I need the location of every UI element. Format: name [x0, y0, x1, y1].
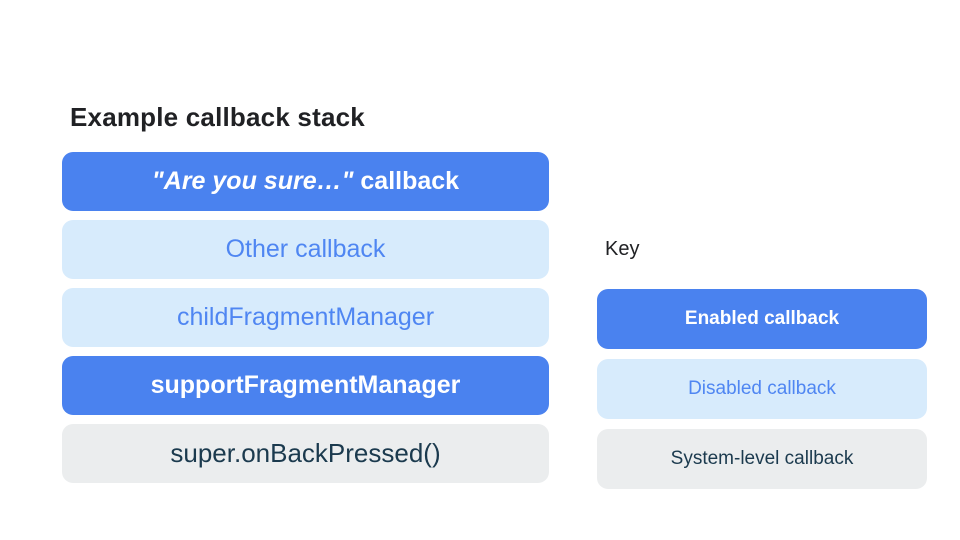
key-item-disabled-callback: Disabled callback [597, 359, 927, 419]
key-item-label: Enabled callback [684, 308, 840, 329]
stack-box-label: super.onBackPressed() [170, 438, 441, 468]
page-title: Example callback stack [70, 102, 365, 132]
quoted-label-part: "Are you sure…" [151, 167, 354, 195]
stack-box-label: supportFragmentManager [150, 371, 461, 399]
stack-box-label: "Are you sure…" callback [152, 167, 459, 196]
callback-stack: "Are you sure…" callback Other callback … [62, 152, 549, 483]
key-item-label: System-level callback [670, 448, 854, 469]
stack-box-label: Other callback [225, 235, 386, 263]
stack-box-super-onbackpressed: super.onBackPressed() [62, 424, 549, 483]
key-item-system-level-callback: System-level callback [597, 429, 927, 489]
stack-box-are-you-sure: "Are you sure…" callback [62, 152, 549, 211]
plain-label-part: callback [353, 167, 460, 195]
key-legend: Enabled callback Disabled callback Syste… [597, 289, 927, 489]
stack-box-other-callback: Other callback [62, 220, 549, 279]
key-item-enabled-callback: Enabled callback [597, 289, 927, 349]
stack-box-support-fragment-manager: supportFragmentManager [62, 356, 549, 415]
stack-box-label: childFragmentManager [176, 303, 435, 331]
stack-box-child-fragment-manager: childFragmentManager [62, 288, 549, 347]
key-title: Key [605, 238, 640, 260]
key-item-label: Disabled callback [688, 378, 836, 399]
